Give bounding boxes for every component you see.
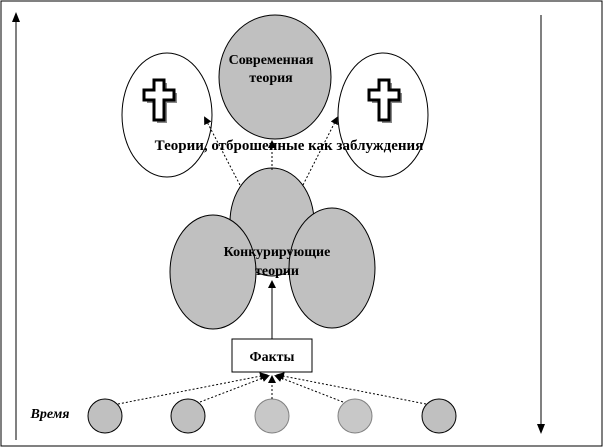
arrow-circle-1 [117, 372, 268, 405]
fact-circle [421, 398, 457, 434]
arrow-to-discarded-right [302, 116, 338, 186]
current-theory-label-line2: теория [249, 71, 293, 86]
arrow-circle-2 [199, 374, 270, 403]
competing-theory-left [169, 214, 257, 330]
current-theory-label-line1: Современная [229, 53, 314, 68]
arrow-circle-4 [274, 374, 344, 403]
arrow-circle-5 [276, 372, 427, 405]
left-arrow-head [12, 12, 20, 22]
time-label: Время [29, 407, 69, 422]
cross-icon [367, 78, 402, 123]
fact-circle [170, 398, 206, 434]
discarded-theories-label: Теории, отброшенные как заблуждения [155, 138, 424, 154]
competing-theories-label-line1: Конкурирующие [224, 245, 331, 260]
cross-icon [142, 78, 177, 123]
current-theory-ellipse [218, 14, 332, 140]
fact-circle [87, 398, 123, 434]
fact-circle [254, 398, 290, 434]
fact-circle [337, 398, 373, 434]
facts-box [231, 338, 313, 373]
competing-theories-label-line2: теории [255, 264, 299, 279]
competing-theory-right [288, 207, 376, 329]
right-arrow-head [537, 424, 545, 434]
facts-label: Факты [250, 350, 295, 365]
arrow-to-discarded-left [204, 116, 241, 186]
